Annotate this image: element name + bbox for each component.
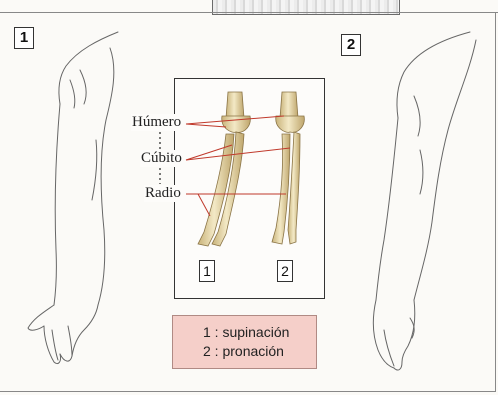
label-radius: Radio [144, 185, 182, 202]
bones-number-1: 1 [199, 260, 215, 282]
legend-box: 1 : supinación 2 : pronación [172, 315, 317, 369]
bones-number-2: 2 [277, 260, 293, 282]
humerus-condyle-2 [276, 116, 305, 132]
humerus-condyle-1 [222, 116, 251, 132]
humerus-1 [226, 92, 244, 118]
label-ulna: Cúbito [140, 150, 183, 167]
label-humerus: Húmero [131, 114, 182, 131]
humerus-2 [280, 92, 298, 118]
leader-humero-1 [186, 124, 226, 127]
legend-pronation: 2 : pronación [203, 343, 284, 359]
radius-2 [272, 134, 290, 244]
bones-pronation [272, 92, 304, 244]
legend-supination: 1 : supinación [203, 324, 289, 340]
leader-radio-1b [198, 194, 210, 216]
bones-supination [198, 92, 250, 246]
